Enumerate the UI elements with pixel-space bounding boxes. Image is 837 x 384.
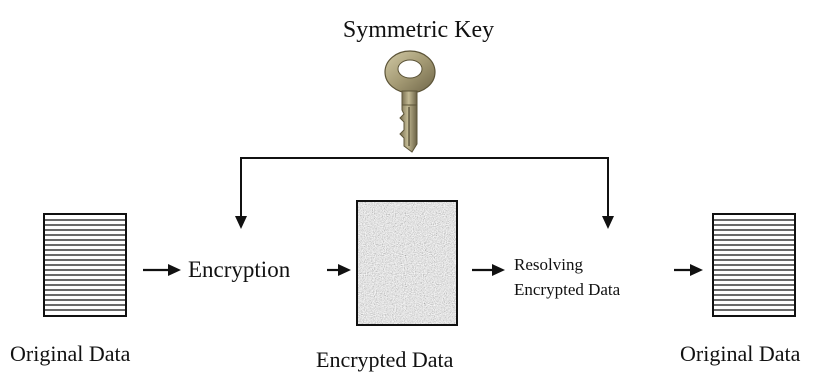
key-title: Symmetric Key [342,17,495,43]
flow-arrow-1 [143,264,181,276]
encryption-label: Encryption [188,257,291,282]
resolving-label-line2: Encrypted Data [514,280,621,299]
original-data-caption-right: Original Data [680,341,801,366]
arrow-down-resolving [602,216,614,229]
key-icon [384,50,436,153]
flow-arrow-4 [674,264,703,276]
flow-arrow-3 [472,264,505,276]
resolving-label: Resolving Encrypted Data [514,252,620,302]
original-data-caption-left: Original Data [10,341,131,366]
flow-arrow-2 [327,264,351,276]
arrow-down-encryption [235,216,247,229]
encrypted-data-block [356,200,458,326]
original-document-left [43,213,127,317]
resolving-label-line1: Resolving [514,255,583,274]
encrypted-data-caption: Encrypted Data [316,347,454,372]
key-distribution-lines [240,157,609,219]
original-document-right [712,213,796,317]
